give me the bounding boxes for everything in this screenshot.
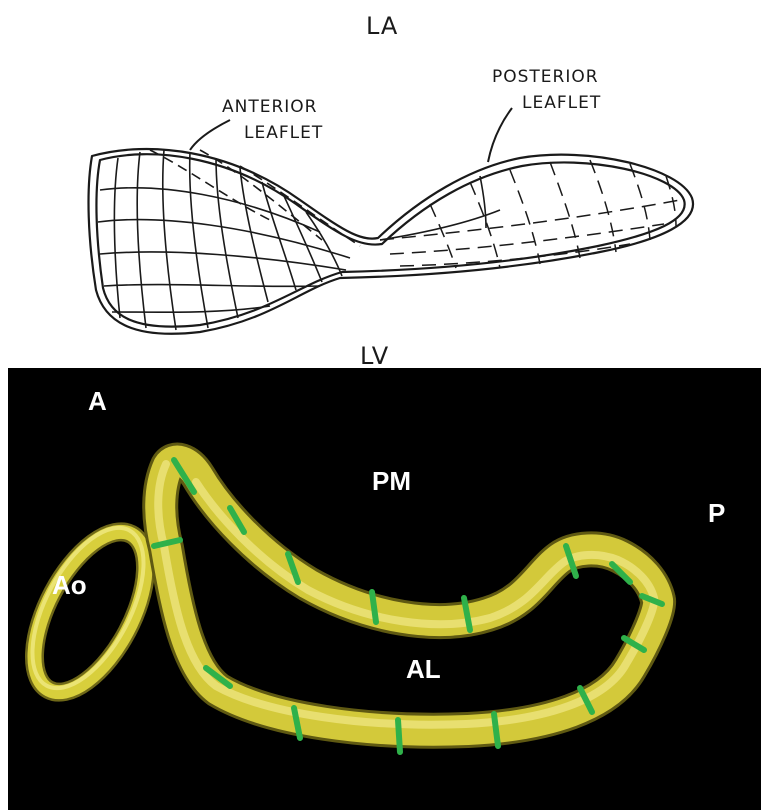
anterior-label-line1: ANTERIOR: [222, 97, 318, 117]
annulus-inner: [96, 154, 684, 326]
label-al: AL: [406, 654, 441, 684]
annulus-outer: [89, 149, 694, 334]
segment-marker: [372, 592, 376, 622]
segment-marker: [494, 714, 498, 746]
label-p: P: [708, 498, 725, 528]
annulus-render: A PM P AL Ao: [8, 368, 761, 810]
aortic-ring: [10, 511, 169, 710]
anterior-leaflet-mesh: [98, 150, 360, 330]
posterior-label-line2: LEAFLET: [522, 93, 601, 113]
label-ao: Ao: [52, 570, 87, 600]
anterior-label-line2: LEAFLET: [244, 123, 323, 143]
label-a: A: [88, 386, 107, 416]
posterior-label-line1: POSTERIOR: [492, 67, 599, 87]
label-pm: PM: [372, 466, 411, 496]
leaflet-sketch-panel: LA LV ANTERIOR LEAFLET POSTERIOR LEAFLET: [0, 0, 761, 368]
segment-marker: [398, 720, 400, 752]
leaflet-sketch: LA LV ANTERIOR LEAFLET POSTERIOR LEAFLET: [0, 0, 761, 368]
la-label: LA: [366, 12, 398, 40]
lv-label: LV: [360, 342, 389, 368]
posterior-leaflet-mesh: [380, 160, 680, 268]
annulus-render-panel: A PM P AL Ao: [8, 368, 761, 810]
